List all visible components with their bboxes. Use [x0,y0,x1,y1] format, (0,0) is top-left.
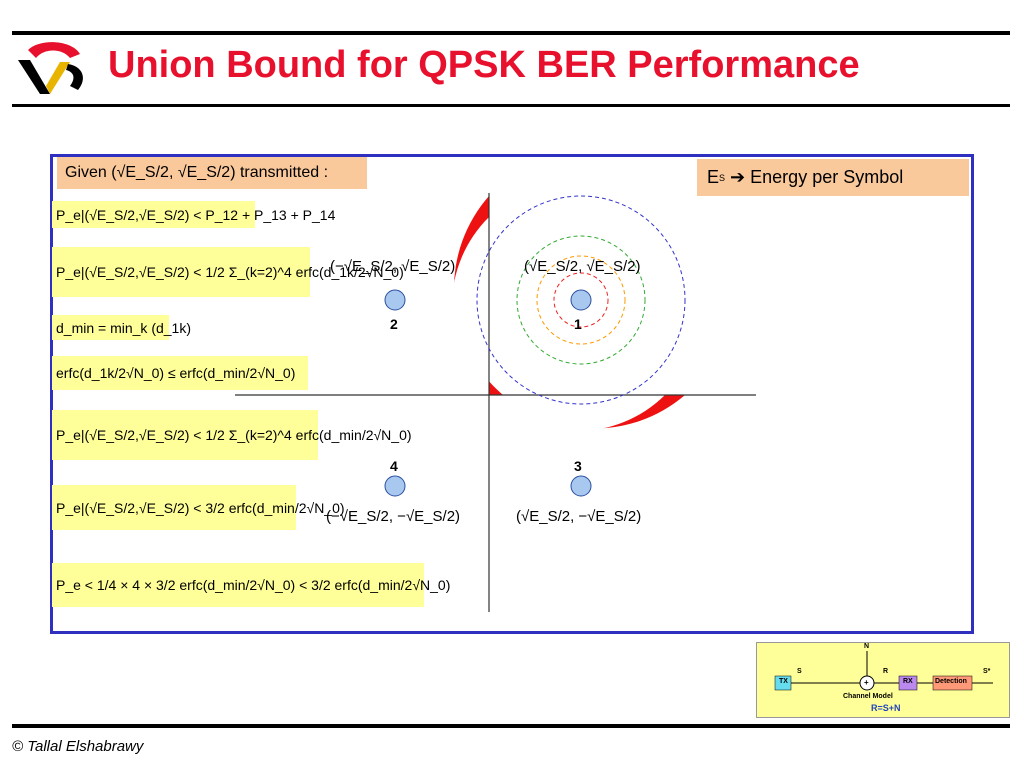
channel-model-diagram: TX RX Detection S N R S* + Channel Model… [756,642,1010,718]
equation-6: P_e|(√E_S/2,√E_S/2) < 3/2 erfc(d_min/2√N… [52,485,345,530]
received-r-label: R [883,668,889,675]
bottom-rule [12,724,1010,728]
coord-point-2: (−√E_S/2, √E_S/2) [330,258,456,275]
coord-point-1: (√E_S/2, √E_S/2) [524,258,641,275]
detection-block: Detection [935,678,967,685]
circle-outer [476,195,686,405]
equation-1: P_e|(√E_S/2,√E_S/2) < P_12 + P_13 + P_14 [52,201,335,228]
point-1 [570,289,592,311]
point-label-3: 3 [574,458,582,474]
point-label-4: 4 [390,458,398,474]
given-box: Given (√E_S/2, √E_S/2) transmitted : [57,157,367,189]
tx-block: TX [779,678,788,685]
footer-copyright: © Tallal Elshabrawy [12,738,144,755]
content-frame [50,154,974,634]
energy-symbol-sub: S [719,172,726,183]
logo-icon [18,42,83,94]
point-2 [384,289,406,311]
adder-icon: + [864,678,869,687]
constellation-diagram [235,193,756,612]
point-label-2: 2 [390,316,398,332]
circle-red [553,272,609,328]
equation-2: P_e|(√E_S/2,√E_S/2) < 1/2 Σ_(k=2)^4 erfc… [52,247,404,297]
arrow-icon: ➔ [730,167,746,187]
title-rule [12,104,1010,107]
point-label-1: 1 [574,316,582,332]
equation-4: erfc(d_1k/2√N_0) ≤ erfc(d_min/2√N_0) [52,356,308,390]
rx-block: RX [903,678,913,685]
estimate-label: S* [983,668,991,675]
equation-5: P_e|(√E_S/2,√E_S/2) < 1/2 Σ_(k=2)^4 erfc… [52,410,412,460]
point-4 [384,475,406,497]
coord-point-4: (−√E_S/2, −√E_S/2) [326,508,461,525]
circle-green [516,235,646,365]
coord-point-3: (√E_S/2, −√E_S/2) [516,508,642,525]
equation-3: d_min = min_k (d_1k) [52,315,191,340]
top-rule [12,31,1010,35]
signal-s-label: S [797,668,802,675]
slide-title: Union Bound for QPSK BER Performance [108,44,860,86]
energy-text: Energy per Symbol [750,167,904,187]
equation-7: P_e < 1/4 × 4 × 3/2 erfc(d_min/2√N_0) < … [52,563,450,607]
channel-model-caption: Channel Model [843,693,893,700]
given-prefix: Given [65,164,107,181]
given-suffix: transmitted : [239,164,329,181]
noise-n-label: N [864,643,870,650]
error-region [453,196,685,429]
energy-symbol: E [707,167,720,187]
circle-orange [536,255,626,345]
point-3 [570,475,592,497]
channel-relation: R=S+N [871,703,901,713]
given-vector: (√E_S/2, √E_S/2) [111,164,236,181]
